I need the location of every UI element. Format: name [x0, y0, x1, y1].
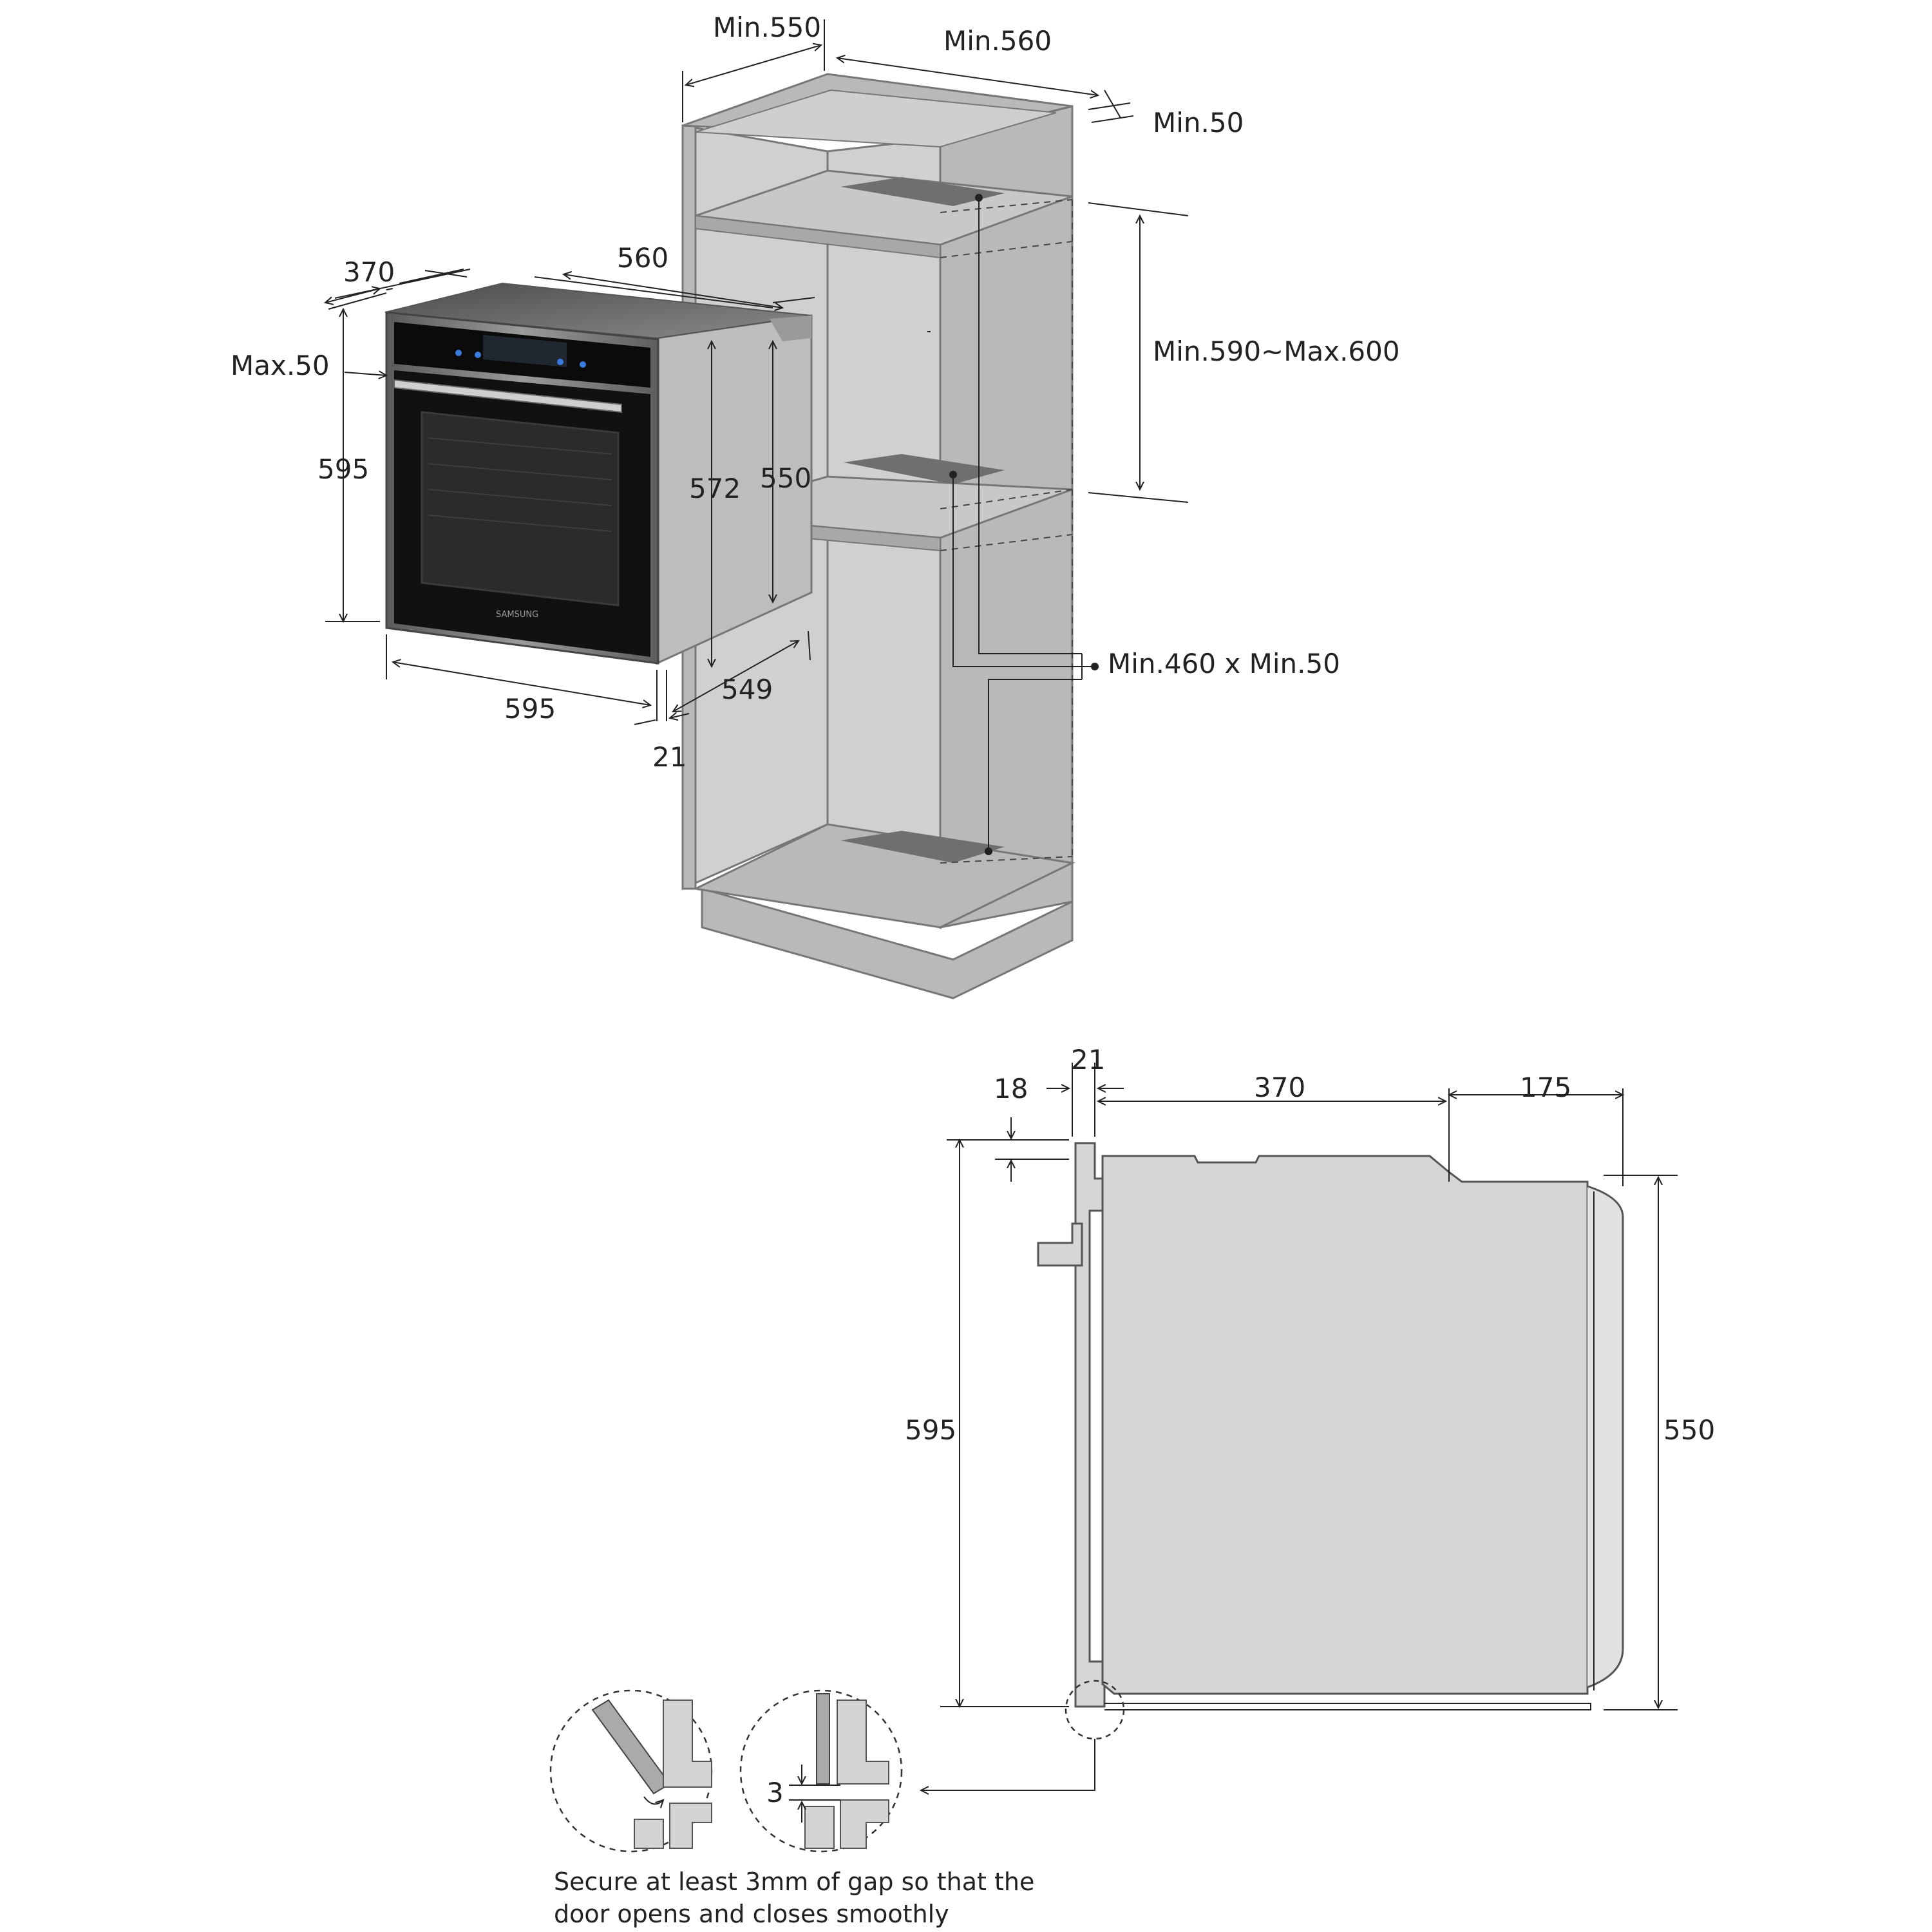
dim-vent-opening: Min.460 x Min.50: [1108, 648, 1340, 679]
dim-detail-gap-3: 3: [766, 1777, 784, 1808]
dim-cabinet-niche-height: Min.590~Max.600: [1153, 336, 1400, 367]
dim-oven-width-595: 595: [504, 693, 556, 724]
dim-oven-depth-370: 370: [343, 256, 395, 288]
dim-cabinet-depth: Min.550: [713, 12, 821, 43]
oven-handle: [393, 379, 622, 413]
brand-logo: SAMSUNG: [496, 610, 538, 620]
door-lip: [1037, 1222, 1083, 1267]
gap-note-line-1: Secure at least 3mm of gap so that the: [554, 1868, 1034, 1896]
oven-body-side: [1101, 1155, 1589, 1695]
dim-side-21: 21: [1071, 1044, 1105, 1075]
dim-oven-572: 572: [689, 473, 741, 504]
oven-window: [421, 411, 620, 607]
gap-note-line-2: door opens and closes smoothly: [554, 1900, 949, 1928]
dim-oven-550: 550: [760, 462, 811, 494]
dim-oven-height-595: 595: [317, 453, 369, 485]
dim-oven-21: 21: [652, 741, 687, 773]
dim-side-175: 175: [1520, 1072, 1571, 1103]
vent-bottom: [840, 831, 1005, 863]
dim-cabinet-width: Min.560: [943, 25, 1052, 57]
cabinet-plinth: [701, 887, 1074, 999]
dim-side-595: 595: [905, 1414, 956, 1446]
side-view: [921, 1063, 1678, 1790]
detail-circle-closed: [739, 1689, 903, 1853]
vent-middle: [844, 454, 1005, 484]
detail-circle-open: [549, 1689, 713, 1853]
dim-side-18: 18: [994, 1073, 1028, 1104]
dim-cabinet-top-gap: Min.50: [1153, 107, 1244, 138]
frame-front: [1074, 1142, 1106, 1708]
dim-side-370: 370: [1254, 1072, 1305, 1103]
dim-oven-max50: Max.50: [231, 350, 330, 381]
dim-side-550: 550: [1663, 1414, 1715, 1446]
oven-3d: SAMSUNG: [325, 269, 931, 724]
vent-top: [840, 177, 1005, 206]
dim-oven-width-560: 560: [617, 242, 668, 274]
dim-oven-549: 549: [721, 674, 773, 705]
